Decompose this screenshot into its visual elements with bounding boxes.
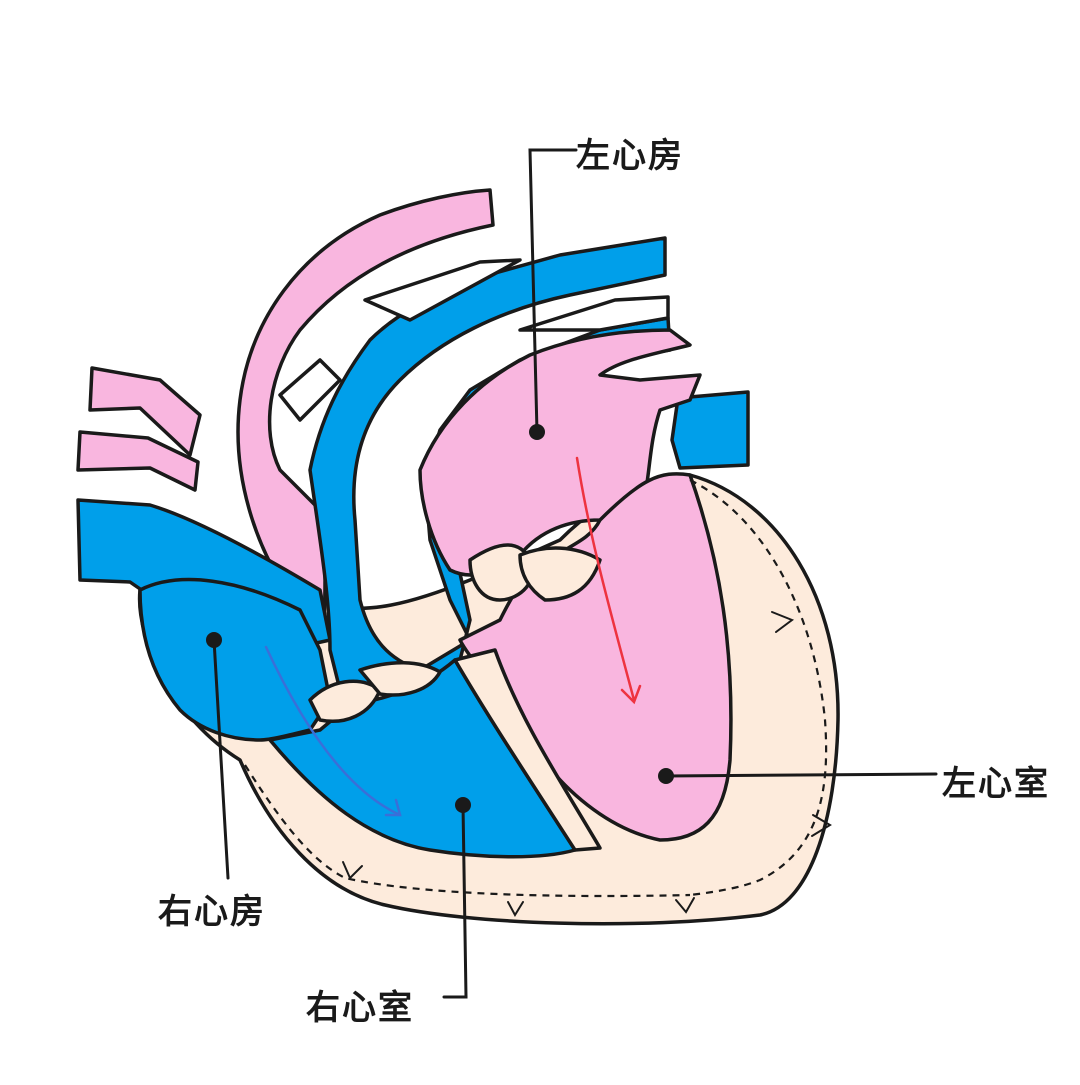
label-left-ventricle: 左心室 (942, 764, 1050, 804)
conduction-path-left (689, 479, 828, 897)
aortic-branch-1 (88, 366, 202, 457)
left-atrium (418, 328, 702, 577)
left-flow-arrow (575, 456, 636, 702)
label-right-atrium: 右心房 (158, 892, 266, 932)
leader-left-ventricle (664, 772, 938, 778)
pulmonary-valve (358, 661, 442, 697)
conduction-arrow-1 (771, 611, 795, 633)
mitral-valve (518, 546, 602, 602)
leader-right-ventricle (442, 803, 468, 999)
leader-right-atrium (212, 638, 230, 880)
conduction-arrow-2 (811, 814, 832, 837)
aortic-branch-2 (76, 430, 200, 492)
right-atrium (138, 577, 332, 742)
conduction-arrow-3 (342, 861, 363, 880)
interventricular-septum (453, 648, 602, 852)
dot-right-ventricle (455, 797, 471, 813)
conduction-arrow-5 (675, 897, 695, 914)
vessel-gap-3 (278, 358, 342, 422)
dot-left-ventricle (658, 768, 674, 784)
label-left-atrium: 左心房 (576, 136, 684, 176)
left-flow-arrowhead (620, 684, 642, 705)
conduction-path-right (244, 764, 691, 898)
vessel-gap-1 (363, 258, 522, 322)
dot-left-atrium (529, 424, 545, 440)
label-right-ventricle: 右心室 (306, 988, 414, 1028)
pulmonary-vein (670, 390, 750, 470)
right-flow-arrowhead (384, 798, 402, 817)
leader-left-atrium (528, 148, 578, 434)
dot-right-atrium (206, 632, 222, 648)
right-flow-arrow (264, 645, 402, 817)
conduction-arrow-4 (507, 901, 524, 918)
vessel-gap-2 (518, 295, 670, 332)
